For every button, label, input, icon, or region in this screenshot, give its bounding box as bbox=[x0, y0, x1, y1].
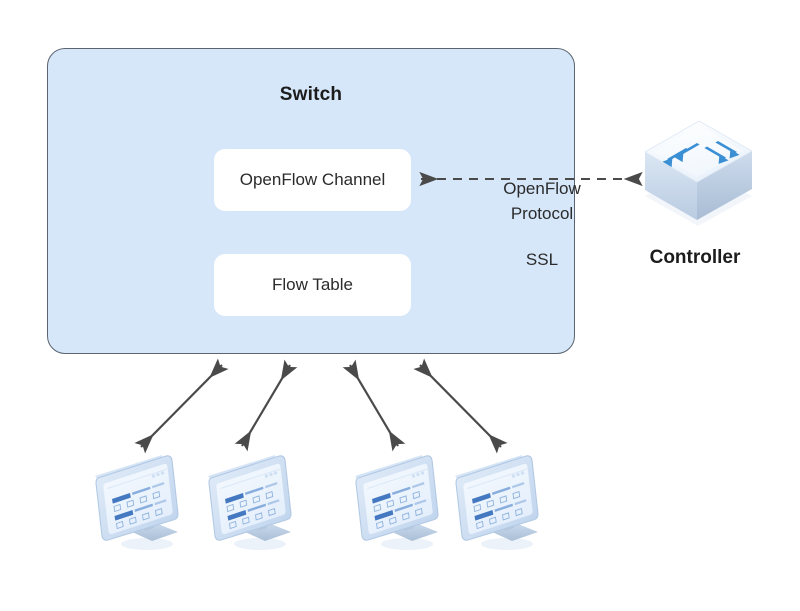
host-link-1[interactable] bbox=[134, 358, 229, 454]
host-4[interactable] bbox=[454, 454, 539, 551]
switch-label: Switch bbox=[279, 84, 343, 105]
flow-table-label: Flow Table bbox=[272, 275, 353, 294]
controller-arrow-glyphs bbox=[662, 141, 740, 168]
host-links bbox=[134, 358, 508, 454]
host-link-4[interactable] bbox=[413, 358, 508, 454]
openflow-channel-label: OpenFlow Channel bbox=[239, 170, 386, 189]
flow-table-box[interactable]: Flow Table bbox=[214, 254, 411, 316]
controller-icon[interactable] bbox=[644, 120, 753, 226]
host-link-2[interactable] bbox=[234, 359, 298, 452]
host-link-3[interactable] bbox=[342, 359, 406, 452]
host-1[interactable] bbox=[94, 454, 179, 551]
switch-container[interactable]: Switch OpenFlow Channel Flow Table OpenF… bbox=[47, 48, 581, 354]
controller-label: Controller bbox=[649, 247, 741, 268]
host-3[interactable] bbox=[354, 454, 439, 551]
host-2[interactable] bbox=[207, 454, 292, 551]
openflow-channel-box[interactable]: OpenFlow Channel bbox=[214, 149, 411, 211]
